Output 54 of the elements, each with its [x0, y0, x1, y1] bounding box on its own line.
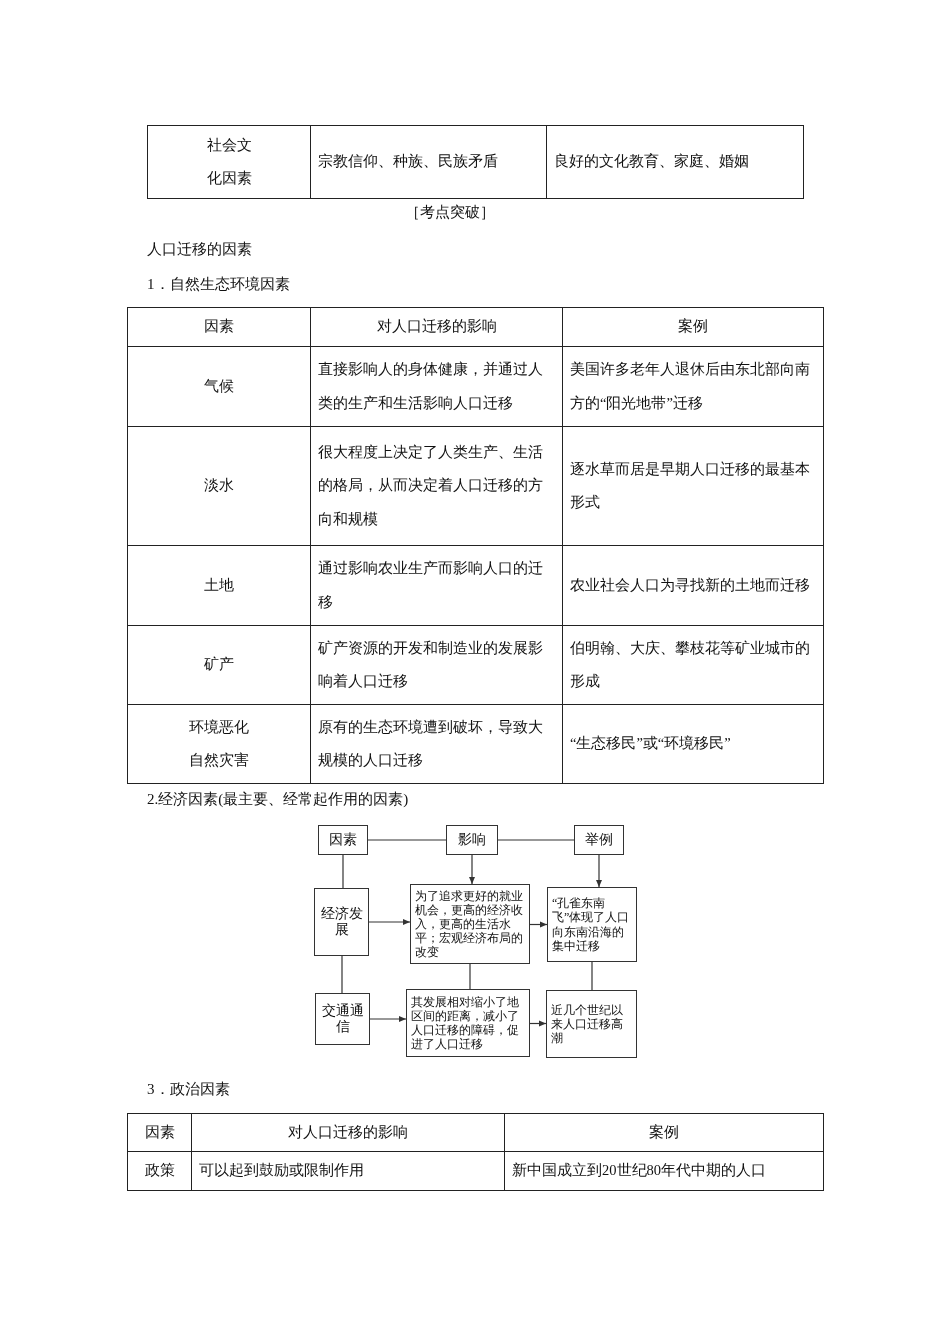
header-cell: 因素: [127, 1113, 192, 1152]
header-cell: 对人口迁移的影响: [310, 307, 563, 347]
table-cell: 新中国成立到20世纪80年代中期的人口: [504, 1151, 824, 1191]
header-cell: 案例: [504, 1113, 824, 1152]
table-cell: 可以起到鼓励或限制作用: [191, 1151, 505, 1191]
arrow: [529, 1020, 547, 1027]
text-box: “孔雀东南飞”体现了人口向东南沿海的集中迁移: [547, 887, 637, 962]
connector-line: [341, 955, 343, 994]
table-cell: “生态移民”或“环境移民”: [562, 704, 824, 784]
table-cell: 通过影响农业生产而影响人口的迁移: [310, 545, 563, 626]
header-cell: 因素: [127, 307, 311, 347]
table-cell: 宗教信仰、种族、民族矛盾: [310, 125, 547, 199]
heading: 3．政治因素: [147, 1080, 230, 1099]
table-cell: 直接影响人的身体健康，并通过人类的生产和生活影响人口迁移: [310, 346, 563, 427]
table-cell: 社会文化因素: [147, 125, 311, 199]
table-cell: 土地: [127, 545, 311, 626]
arrow: [369, 1016, 407, 1022]
header-cell: 案例: [562, 307, 824, 347]
table-cell: 政策: [127, 1151, 192, 1191]
connector-line: [342, 854, 344, 889]
header-box: 因素: [318, 825, 368, 855]
heading: 2.经济因素(最主要、经常起作用的因素): [147, 790, 409, 809]
connector-line: [591, 961, 593, 991]
table-cell: 伯明翰、大庆、攀枝花等矿业城市的形成: [562, 625, 824, 705]
cell-text: 自然灾害: [189, 751, 249, 770]
arrow: [529, 921, 548, 928]
header-cell: 对人口迁移的影响: [191, 1113, 505, 1152]
table-cell: 良好的文化教育、家庭、婚姻: [546, 125, 804, 199]
connector-line: [469, 963, 471, 990]
text-box: 为了追求更好的就业机会，更高的经济收入，更高的生活水平；宏观经济布局的改变: [410, 884, 530, 964]
text-box: 近几个世纪以来人口迁移高潮: [546, 990, 637, 1058]
factor-box: 交通通信: [315, 993, 370, 1045]
table-cell: 淡水: [127, 426, 311, 546]
table-cell: 很大程度上决定了人类生产、生活的格局，从而决定着人口迁移的方向和规模: [310, 426, 563, 546]
arrow: [596, 854, 602, 888]
table-cell: 原有的生态环境遭到破坏，导致大规模的人口迁移: [310, 704, 563, 784]
table-cell: 美国许多老年人退休后由东北部向南方的“阳光地带”迁移: [562, 346, 824, 427]
arrow: [368, 919, 411, 925]
arrow: [469, 854, 475, 885]
table-cell: 逐水草而居是早期人口迁移的最基本形式: [562, 426, 824, 546]
connector-line: [497, 839, 575, 841]
factor-box: 经济发展: [314, 888, 369, 956]
heading: 人口迁移的因素: [147, 240, 252, 259]
table-cell: 矿产: [127, 625, 311, 705]
table-cell: 气候: [127, 346, 311, 427]
connector-line: [367, 839, 447, 841]
section-heading: ［考点突破］: [405, 203, 495, 222]
heading: 1．自然生态环境因素: [147, 275, 290, 294]
table-cell: 矿产资源的开发和制造业的发展影响着人口迁移: [310, 625, 563, 705]
header-box: 举例: [574, 825, 624, 855]
header-box: 影响: [446, 825, 498, 855]
cell-text: 环境恶化: [189, 717, 249, 737]
table-cell: 农业社会人口为寻找新的土地而迁移: [562, 545, 824, 626]
text-box: 其发展相对缩小了地区间的距离，减小了人口迁移的障碍，促进了人口迁移: [406, 989, 530, 1057]
